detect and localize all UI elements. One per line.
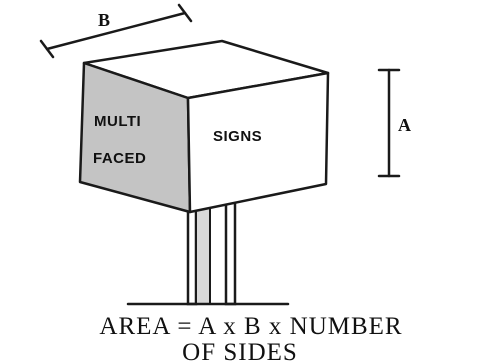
area-formula-line1: AREA = A x B x NUMBER bbox=[99, 313, 402, 340]
dimension-b-tick-right bbox=[177, 3, 193, 23]
post-right bbox=[224, 198, 237, 306]
post-center bbox=[195, 204, 211, 305]
dimension-a-label: A bbox=[398, 115, 411, 135]
post-left bbox=[186, 206, 198, 306]
dimension-b-tick-left bbox=[39, 39, 55, 59]
dimension-a: A bbox=[377, 68, 411, 178]
side-face-label-line1: MULTI bbox=[94, 113, 141, 130]
cube-front-face bbox=[186, 71, 330, 214]
sign-cube: MULTI FACED SIGNS bbox=[78, 39, 330, 214]
area-formula-line2: OF SIDES bbox=[182, 339, 298, 364]
dimension-b-line bbox=[45, 11, 187, 51]
dimension-b: B bbox=[39, 3, 193, 59]
sign-posts bbox=[186, 198, 237, 306]
side-face-label-line2: FACED bbox=[93, 150, 146, 167]
front-face-label: SIGNS bbox=[213, 128, 262, 145]
dimension-b-label: B bbox=[98, 10, 110, 30]
